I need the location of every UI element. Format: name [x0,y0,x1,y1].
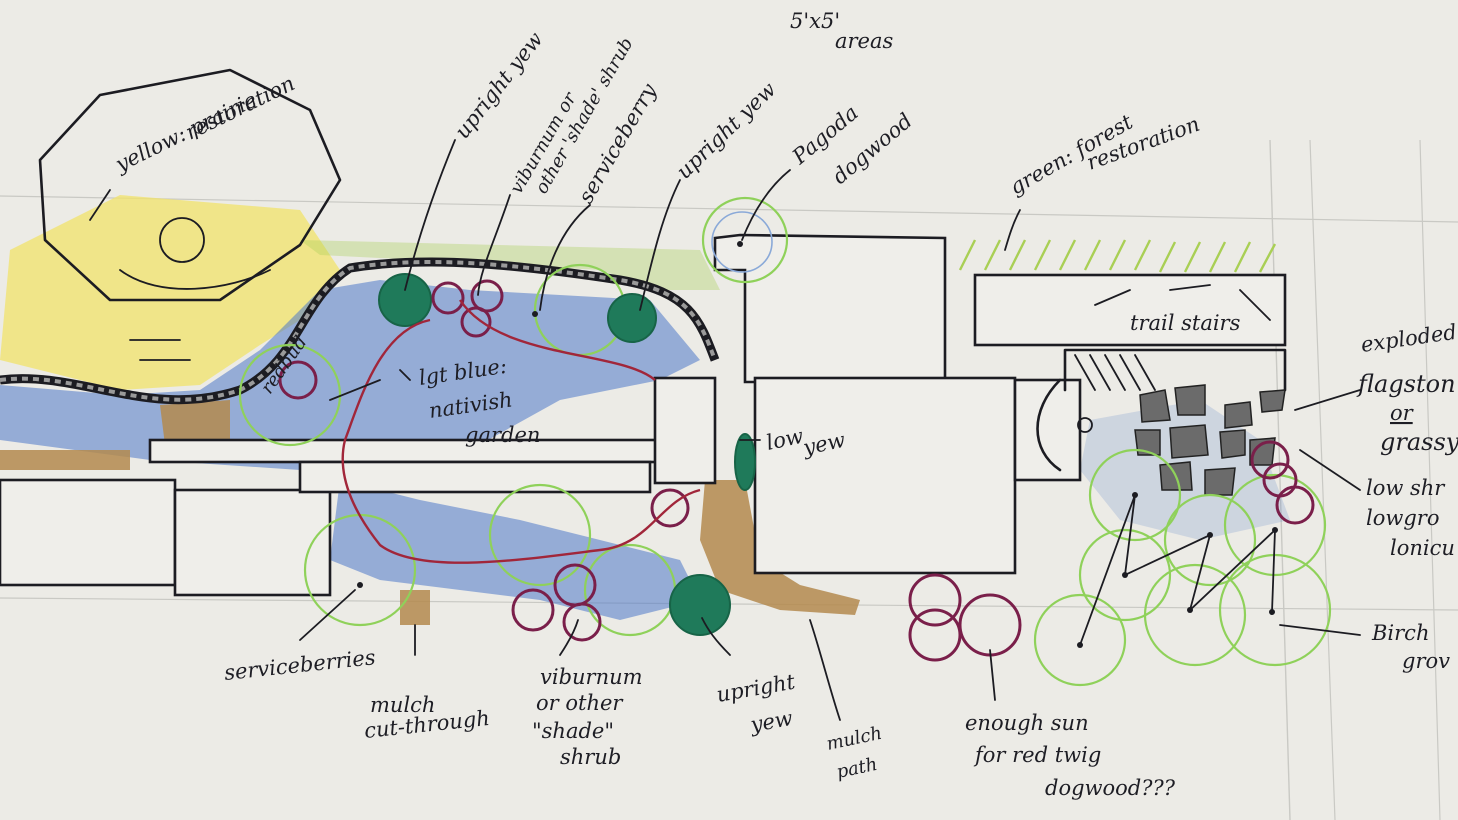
prairie-sketch-lines [119,269,271,361]
label-5x5: 5'x5' [790,9,840,33]
prairie-restoration-area [0,195,340,390]
garden-path-line [341,299,701,564]
paper-guides [0,139,1458,820]
label-upright-yew-1: upright yew [450,27,548,143]
prairie-circle [159,217,205,263]
label-viburnum-bot-2: or other [536,691,624,715]
exploded-flagstones [1134,384,1286,496]
label-natives-3: garden [465,423,540,447]
buildings [0,233,1287,597]
label-serviceberries: serviceberries [223,645,377,685]
stairs-marker [1077,417,1093,433]
label-birch-2: grov [1402,649,1450,673]
upright-yews [378,273,756,636]
label-low-shrub-2: lowgro [1366,506,1439,530]
label-low-shrub-3: lonicu [1390,536,1455,560]
label-low-shrub-1: low shr [1366,476,1446,500]
label-mulch-path-2: path [835,754,880,783]
label-exploded-3: or [1390,401,1415,425]
label-exploded-2: flagston [1356,370,1456,398]
plant-centers [357,241,1278,648]
label-prairie-2: restoration [182,71,299,144]
trail-stairs [1036,284,1287,472]
tree-canopy-rings [238,196,1332,687]
label-mulch-cut-1: mulch [370,693,435,717]
label-exploded-1: exploded [1359,320,1458,357]
label-mulch-path-1: mulch [825,723,884,755]
label-viburnum-bot-3: "shade" [532,719,614,743]
label-viburnum-bot-1: viburnum [540,665,643,689]
label-exploded-4: grassy [1380,428,1458,456]
label-sun-1: enough sun [965,711,1089,735]
label-trail-stairs: trail stairs [1130,311,1241,335]
viburnum-shrubs [278,279,1315,662]
label-areas: areas [835,29,894,53]
label-upright-yew-3a: upright [715,669,798,706]
label-sun-2: for red twig [973,743,1101,767]
label-viburnum-bot-4: shrub [560,745,621,769]
prairie-island [38,68,342,302]
label-upright-yew-2: upright yew [672,77,781,183]
label-sun-3: dogwood??? [1045,776,1176,800]
birch-grove-zigzag [1079,494,1276,646]
leader-lines [89,139,1361,721]
label-upright-yew-3b: yew [748,706,795,737]
label-birch-1: Birch [1371,621,1429,645]
